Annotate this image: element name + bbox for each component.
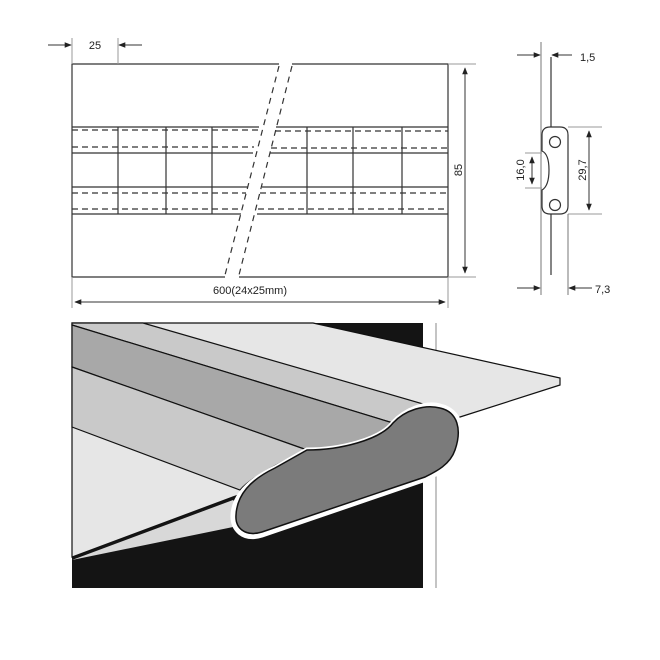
thickness-label: 1,5 bbox=[580, 52, 595, 64]
hinge-illustration bbox=[71, 322, 561, 588]
dimension-length bbox=[71, 277, 449, 308]
sheet-gap bbox=[72, 500, 262, 560]
roll-end bbox=[235, 406, 459, 535]
hinge-outline-left bbox=[71, 63, 279, 278]
pin-spacing-label: 16,0 bbox=[515, 159, 527, 180]
knuckle-profile bbox=[541, 126, 569, 215]
height-label: 85 bbox=[453, 164, 465, 176]
pin-hole-bottom bbox=[548, 198, 562, 212]
break-line bbox=[224, 65, 280, 276]
hinge-outline-right bbox=[239, 63, 449, 278]
dimension-pitch bbox=[48, 38, 142, 64]
pitch-label: 25 bbox=[89, 40, 101, 52]
front-view bbox=[48, 38, 476, 308]
knuckle-dividers bbox=[117, 127, 403, 214]
length-label: 600(24x25mm) bbox=[213, 285, 287, 297]
break-line bbox=[238, 65, 293, 276]
side-view bbox=[517, 42, 602, 295]
knuckle-width-label: 7,3 bbox=[595, 284, 610, 296]
dimension-height bbox=[448, 63, 476, 278]
knuckle-band-upper bbox=[72, 126, 448, 154]
knuckle-band-lower bbox=[72, 186, 448, 215]
pin-hole-top bbox=[548, 135, 562, 149]
knuckle-height-label: 29,7 bbox=[577, 159, 589, 180]
